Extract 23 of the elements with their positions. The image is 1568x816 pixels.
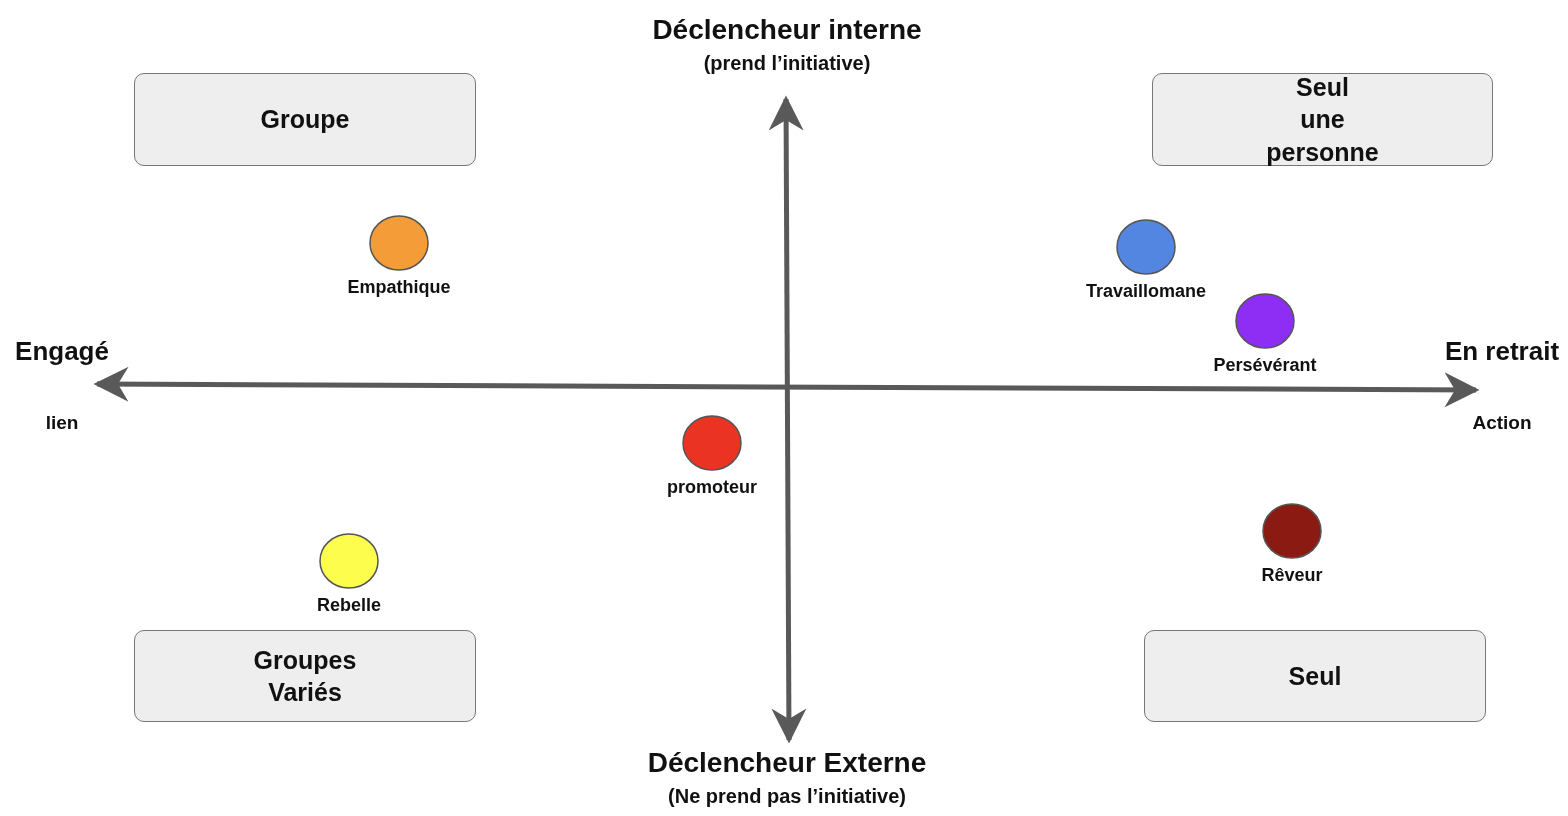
- axis-label: (Ne prend pas l’initiative): [668, 785, 906, 808]
- point-label: Empathique: [347, 277, 451, 298]
- axis-label: En retrait: [1444, 336, 1560, 367]
- point-label: Rebelle: [317, 595, 381, 616]
- axis-label: Déclencheur Externe: [647, 747, 927, 779]
- point-label: Rêveur: [1261, 565, 1323, 586]
- axis-label: (prend l’initiative): [703, 52, 871, 75]
- quadrant-box: [1152, 73, 1493, 166]
- axis-label: lien: [45, 412, 79, 434]
- quadrant-title: Seul: [1288, 660, 1342, 692]
- quadrant-title: Groupes Variés: [252, 644, 358, 708]
- quadrant-box: [1144, 630, 1486, 722]
- quadrant-box: [134, 630, 476, 722]
- axis-label: Engagé: [15, 336, 109, 367]
- quadrant-title: Seul: [1296, 71, 1349, 103]
- quadrant-title: une personne: [1265, 104, 1380, 168]
- point-label: Travaillomane: [1085, 281, 1207, 302]
- quadrant-title: Groupe: [260, 104, 350, 136]
- point-label: Persévérant: [1213, 355, 1317, 376]
- axis-label: Action: [1472, 412, 1532, 434]
- axis-label: Déclencheur interne: [652, 14, 922, 46]
- point-label: promoteur: [667, 477, 757, 498]
- quadrant-box: [134, 73, 476, 166]
